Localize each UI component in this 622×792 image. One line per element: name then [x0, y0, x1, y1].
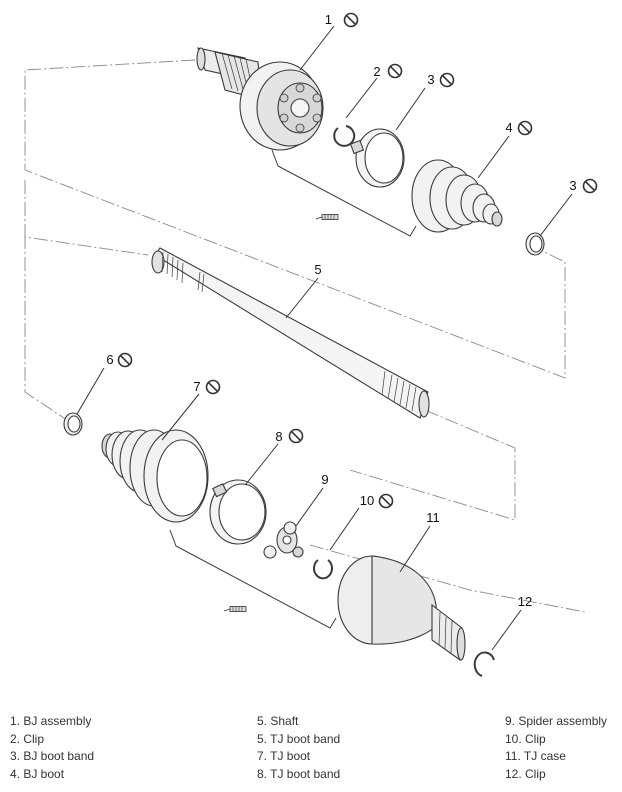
- no-reuse-icon: [117, 352, 133, 368]
- clip-lower: [473, 651, 495, 677]
- legend-item: 4. BJ boot: [10, 766, 65, 781]
- no-reuse-icon: [205, 379, 221, 395]
- shaft: [151, 247, 430, 419]
- callout-9: 9: [321, 472, 328, 487]
- bj-boot: [411, 159, 503, 233]
- callout-3-small: 3: [569, 178, 576, 193]
- callout-2: 2: [373, 64, 380, 79]
- legend-item: 3. BJ boot band: [10, 749, 95, 763]
- tj-boot: [101, 429, 209, 523]
- tj-case: [337, 555, 466, 662]
- callout-12: 12: [518, 594, 532, 609]
- no-reuse-icons: [117, 12, 598, 509]
- spider-assembly: [263, 521, 304, 559]
- no-reuse-icon: [387, 63, 403, 79]
- no-reuse-icon: [517, 120, 533, 136]
- grease-tube-icon: [223, 606, 247, 612]
- callout-4: 4: [505, 120, 512, 135]
- callout-3: 3: [427, 72, 434, 87]
- bj-assembly: [196, 47, 324, 151]
- parts-legend: 1. BJ assembly 2. Clip 3. BJ boot band 4…: [0, 713, 622, 789]
- callouts: 1 2 3 4 3 5 6 7 8 9 10 11 12: [106, 12, 576, 609]
- legend-column-2: 5. Shaft 5. TJ boot band 7. TJ boot 8. T…: [257, 713, 340, 783]
- callout-6: 6: [106, 352, 113, 367]
- no-reuse-icon: [378, 493, 394, 509]
- legend-item: 8. TJ boot band: [257, 766, 341, 781]
- bj-boot-band-large: [349, 128, 405, 188]
- grease-tube-icon: [315, 214, 339, 220]
- tj-boot-band-large: [209, 479, 267, 545]
- callout-1: 1: [325, 12, 332, 27]
- bj-boot-band-small: [525, 232, 545, 256]
- tj-boot-band-small: [63, 412, 83, 436]
- legend-item: 5. TJ boot band: [257, 731, 341, 746]
- legend-column-1: 1. BJ assembly 2. Clip 3. BJ boot band 4…: [10, 713, 94, 783]
- callout-10: 10: [360, 493, 374, 508]
- grease-bracket-lower: [169, 529, 337, 629]
- no-reuse-icon: [288, 428, 304, 444]
- callout-5: 5: [314, 262, 321, 277]
- legend-item: 7. TJ boot: [257, 749, 311, 763]
- legend-item: 11. TJ case: [505, 749, 566, 763]
- legend-item: 12. Clip: [505, 766, 546, 781]
- no-reuse-icon: [343, 12, 359, 28]
- callout-11: 11: [426, 510, 440, 525]
- legend-column-3: 9. Spider assembly 10. Clip 11. TJ case …: [505, 713, 607, 783]
- callout-7: 7: [193, 379, 200, 394]
- legend-item: 1. BJ assembly: [10, 714, 92, 728]
- legend-item: 5. Shaft: [257, 714, 299, 728]
- callout-8: 8: [275, 429, 282, 444]
- grease-bracket-upper: [271, 149, 417, 237]
- exploded-drive-shaft-diagram: 1 2 3 4 3 5 6 7 8 9 10 11 12: [24, 12, 598, 677]
- clip-upper: [333, 125, 356, 147]
- no-reuse-icon: [582, 178, 598, 194]
- no-reuse-icon: [439, 72, 455, 88]
- legend-item: 10. Clip: [505, 731, 546, 746]
- leader-lines: [76, 25, 573, 651]
- legend-item: 2. Clip: [10, 731, 45, 746]
- clip-middle: [313, 559, 333, 580]
- legend-item: 9. Spider assembly: [505, 714, 608, 728]
